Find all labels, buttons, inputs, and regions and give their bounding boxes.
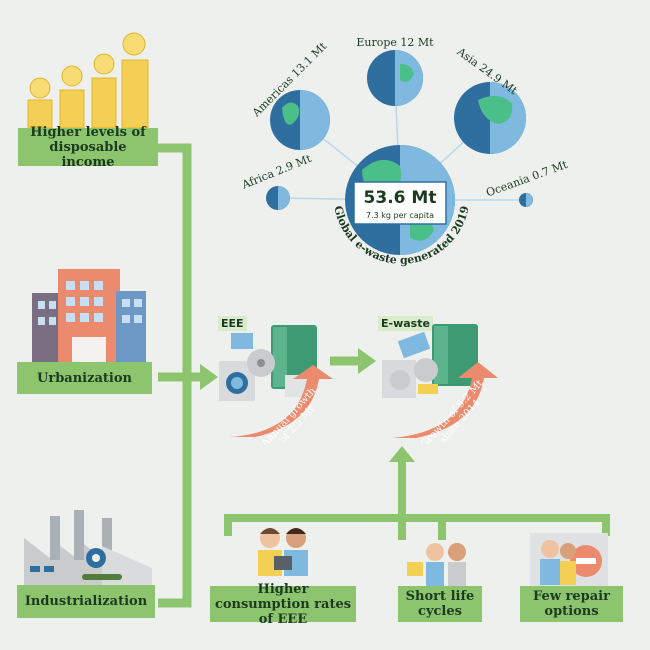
globe-europe bbox=[367, 50, 423, 106]
consumption-people-illustration bbox=[258, 528, 308, 576]
repair-people-illustration bbox=[530, 533, 608, 587]
coin-stacks-illustration bbox=[27, 32, 149, 129]
factor-consumption: Higher consumption rates of EEE bbox=[210, 582, 356, 627]
driver-income: Higher levels of disposable income bbox=[18, 125, 158, 170]
global-ewaste-network: Americas 13.1 Mt Europe 12 Mt Asia 24.9 … bbox=[239, 36, 570, 267]
eee-label: EEE bbox=[218, 316, 247, 331]
factor-repair: Few repair options bbox=[520, 586, 623, 622]
driver-urbanization: Urbanization bbox=[17, 362, 152, 394]
globe-oceania bbox=[519, 193, 533, 207]
ewaste-label: E-waste bbox=[378, 316, 433, 331]
region-label-africa: Africa 2.9 Mt bbox=[239, 152, 313, 192]
globe-americas bbox=[270, 90, 330, 150]
region-label-europe: Europe 12 Mt bbox=[356, 36, 434, 49]
buildings-illustration bbox=[32, 269, 146, 363]
global-total: 53.6 Mt bbox=[364, 188, 437, 208]
ewaste-illustration: Growth of 9.2 Mtsince 2014 bbox=[382, 324, 498, 444]
driver-industrialization: Industrialization bbox=[17, 585, 155, 618]
global-per-capita: 7.3 kg per capita bbox=[366, 211, 434, 220]
eee-appliances-illustration: Annual growthof 2.5 Mt bbox=[219, 325, 333, 445]
globe-asia bbox=[454, 82, 526, 154]
short-life-people-illustration bbox=[407, 543, 466, 586]
factor-short-life: Short life cycles bbox=[398, 586, 482, 622]
factory-illustration bbox=[24, 510, 152, 588]
globe-africa bbox=[266, 186, 290, 210]
